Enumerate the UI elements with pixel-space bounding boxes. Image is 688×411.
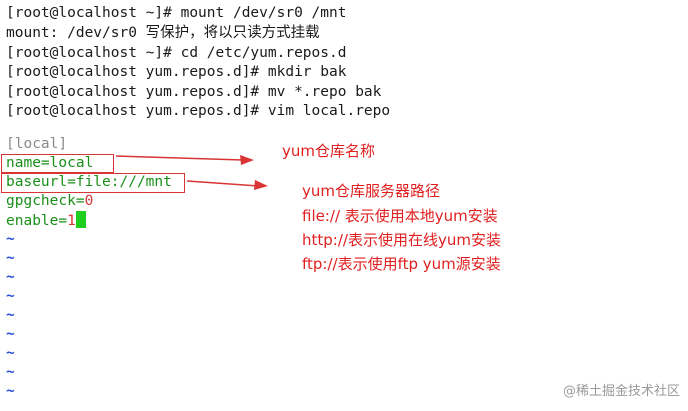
baseurl-highlight-box — [1, 173, 185, 193]
vim-empty-line: ~ — [6, 345, 15, 361]
annotation-ftp-protocol: ftp://表示使用ftp yum源安装 — [302, 255, 501, 273]
terminal-line-mount: [root@localhost ~]# mount /dev/sr0 /mnt — [6, 5, 347, 21]
vim-empty-line: ~ — [6, 364, 15, 380]
repo-baseurl-line: baseurl=file:///mnt — [6, 174, 172, 190]
terminal-line-mount-output: mount: /dev/sr0 写保护，将以只读方式挂载 — [6, 25, 320, 41]
annotation-baseurl-title: yum仓库服务器路径 — [302, 182, 440, 200]
repo-name-line: name=local — [6, 155, 94, 171]
gpgcheck-value: 0 — [84, 193, 94, 209]
terminal-line-mkdir: [root@localhost yum.repos.d]# mkdir bak — [6, 64, 347, 80]
annotation-file-protocol: file:// 表示使用本地yum安装 — [302, 207, 498, 225]
gpgcheck-key: gpgcheck= — [6, 193, 85, 209]
repo-gpgcheck-line: gpgcheck=0 — [6, 192, 93, 211]
name-highlight-box — [1, 154, 114, 173]
annotation-name: yum仓库名称 — [282, 142, 375, 160]
terminal-line-mv: [root@localhost yum.repos.d]# mv *.repo … — [6, 84, 382, 100]
vim-empty-line: ~ — [6, 383, 15, 399]
vim-empty-line: ~ — [6, 250, 15, 266]
vim-empty-line: ~ — [6, 231, 15, 247]
vim-empty-line: ~ — [6, 269, 15, 285]
terminal-line-vim: [root@localhost yum.repos.d]# vim local.… — [6, 103, 391, 119]
vim-empty-line: ~ — [6, 326, 15, 342]
terminal-line-cd: [root@localhost ~]# cd /etc/yum.repos.d — [6, 45, 347, 61]
repo-section-header: [local] — [6, 136, 68, 152]
vim-empty-line: ~ — [6, 288, 15, 304]
repo-enable-line: enable=1 — [6, 211, 86, 230]
text-cursor — [75, 211, 86, 228]
vim-empty-line: ~ — [6, 307, 15, 323]
enable-key: enable= — [6, 213, 68, 229]
enable-value: 1 — [67, 213, 76, 229]
watermark: @稀土掘金技术社区 — [562, 384, 680, 399]
annotation-http-protocol: http://表示使用在线yum安装 — [302, 231, 501, 249]
